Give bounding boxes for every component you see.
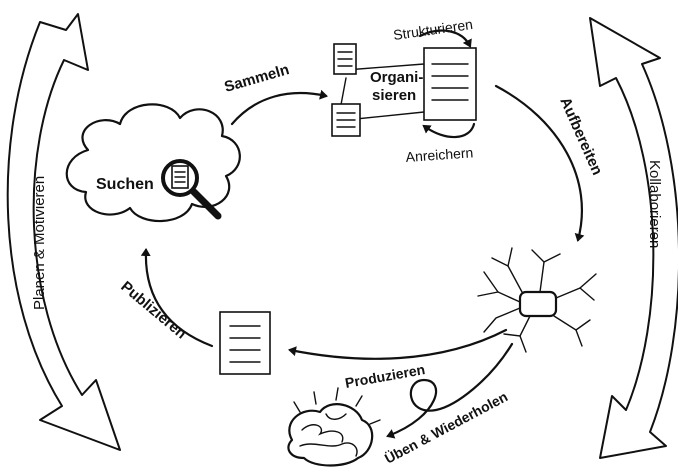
brain-icon: [287, 387, 381, 467]
search-cloud: Suchen: [65, 103, 241, 223]
collect-label: Sammeln: [222, 61, 291, 96]
organize-label-1: Organi-: [370, 69, 423, 86]
publish-label: Publizieren: [117, 278, 189, 342]
structure-arrow: [418, 29, 472, 48]
neuron-icon: [477, 247, 597, 353]
collect-arrow: [230, 89, 328, 126]
practice-label: Üben & Wiederholen: [382, 388, 510, 466]
enrich-label: Anreichern: [405, 144, 474, 165]
structure-label: Strukturieren: [392, 16, 474, 43]
magnifier-icon: [161, 159, 222, 220]
practice-arrow: [386, 342, 514, 439]
large-doc-icon: [423, 47, 477, 121]
planen-motivieren-label: Planen & Motivieren: [31, 176, 48, 310]
enrich-arrow: [422, 122, 476, 139]
organize-documents: [331, 43, 477, 137]
organize-label-2: sieren: [372, 87, 416, 104]
planen-motivieren-arrow: Planen & Motivieren: [6, 13, 121, 451]
prepare-label: Aufbereiten: [556, 95, 605, 178]
published-doc-icon: [219, 311, 271, 375]
produce-arrow: [288, 328, 508, 360]
kollaborieren-arrow: Kollaborieren: [589, 17, 678, 459]
search-label: Suchen: [96, 176, 154, 193]
publish-arrow: [140, 248, 214, 348]
prepare-arrow: [494, 84, 585, 242]
kollaborieren-label: Kollaborieren: [646, 160, 663, 248]
